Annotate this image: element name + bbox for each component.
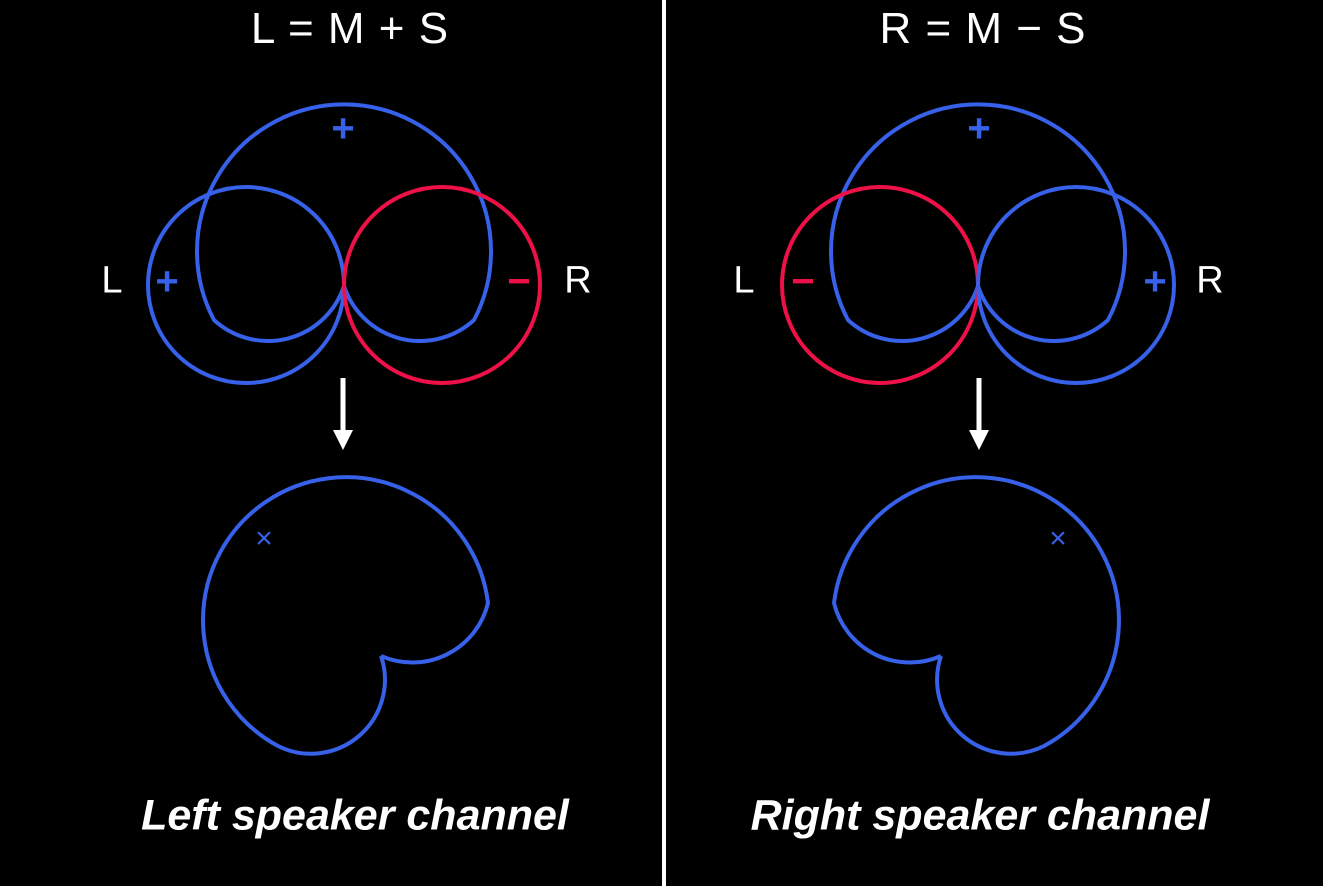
side-minus-sign-right-panel: − xyxy=(791,259,815,304)
mid-plus-sign-left-panel: + xyxy=(331,106,355,151)
result-x-marker-left-panel: × xyxy=(255,522,273,555)
side-minus-sign-left-panel: − xyxy=(507,259,531,304)
result-pattern-curve-left-panel xyxy=(201,475,491,756)
left-mic-label-left-panel: L xyxy=(101,259,123,302)
right-mic-label-left-panel: R xyxy=(564,259,592,302)
side-plus-sign-right-panel: + xyxy=(1143,259,1167,304)
left-panel-title: L = M + S xyxy=(250,4,450,53)
side-pattern-plus-lobe-right-panel xyxy=(976,185,1176,385)
down-arrow-head-right-panel xyxy=(969,430,989,450)
result-pattern-curve-right-panel xyxy=(831,475,1121,756)
left-mic-label-right-panel: L xyxy=(733,259,755,302)
mid-pattern-curve-left-panel xyxy=(195,102,493,343)
mid-pattern-curve-right-panel xyxy=(829,102,1127,343)
left-panel-caption: Left speaker channel xyxy=(141,791,569,840)
side-plus-sign-left-panel: + xyxy=(155,259,179,304)
mid-plus-sign-right-panel: + xyxy=(967,106,991,151)
result-x-marker-right-panel: × xyxy=(1049,522,1067,555)
down-arrow-head-left-panel xyxy=(333,430,353,450)
right-panel-caption: Right speaker channel xyxy=(750,791,1210,840)
right-mic-label-right-panel: R xyxy=(1196,259,1224,302)
right-panel-title: R = M − S xyxy=(879,4,1087,53)
panel-divider xyxy=(662,0,666,886)
side-pattern-minus-lobe-left-panel xyxy=(342,185,542,385)
